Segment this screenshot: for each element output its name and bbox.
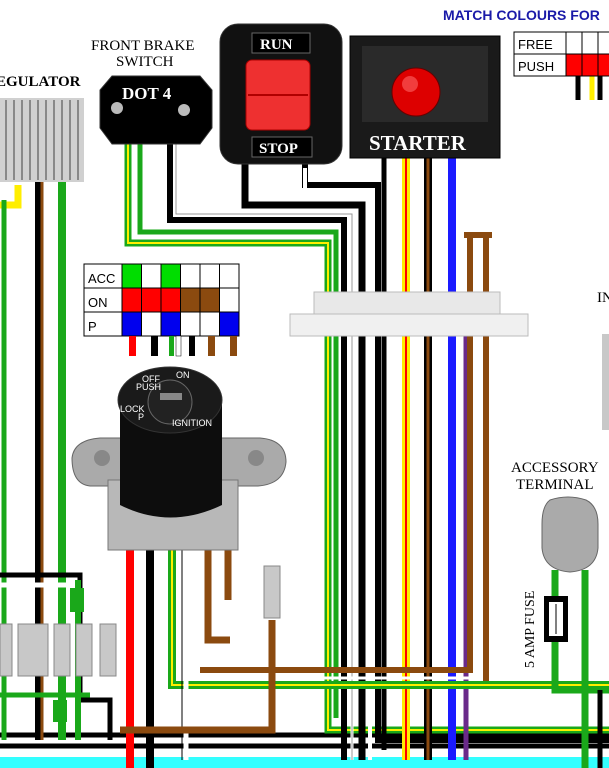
ignition-table-label-cell	[83, 287, 123, 313]
regulator-component: EGULATOR	[0, 74, 84, 182]
run-label: RUN	[260, 37, 293, 53]
ignition-table-colour-cell	[219, 311, 240, 337]
cyan-wire	[0, 757, 609, 768]
ignition-table-colour-cell	[141, 287, 162, 313]
ign-lock-text: LOCK	[120, 404, 145, 414]
ignition-table-colour-cell	[160, 263, 181, 289]
ignition-colour-table: ACC ON P	[83, 263, 240, 337]
ignition-table-colour-cell	[121, 311, 142, 337]
accessory-label-2: TERMINAL	[516, 477, 594, 493]
ignition-table-colour-cell	[121, 263, 142, 289]
ignition-table-colour-cell	[160, 287, 181, 313]
ignition-wires	[120, 550, 609, 768]
front-brake-label: FRONT BRAKE	[91, 38, 195, 54]
ign-ignition-text: IGNITION	[172, 418, 212, 428]
fuse-label: 5 AMP FUSE	[523, 591, 538, 668]
ignition-table-colour-cell	[141, 263, 162, 289]
regulator-label: EGULATOR	[0, 74, 81, 90]
multi-connector	[289, 291, 529, 337]
match-colours-label: MATCH COLOURS FOR	[443, 7, 600, 23]
ignition-table-colour-cell	[180, 263, 201, 289]
ignition-table-colour-cell	[199, 287, 220, 313]
front-brake-switch: FRONT BRAKE SWITCH DOT 4	[91, 38, 213, 145]
ign-p-text: P	[138, 412, 144, 422]
starter-table-colour-cell	[597, 31, 609, 55]
accessory-label: ACCESSORY	[511, 460, 599, 476]
ignition-table-row-label: P	[88, 319, 97, 334]
starter-colour-table: FREE PUSH	[513, 31, 609, 77]
ignition-table-row-label: ON	[88, 295, 108, 310]
ignition-table-colour-cell	[121, 287, 142, 313]
ignition-table-row-label: ACC	[88, 271, 115, 286]
ign-on-text: ON	[176, 370, 190, 380]
starter-table-colour-cell	[565, 53, 583, 77]
ign-push-text: PUSH	[136, 382, 161, 392]
starter-label: STARTER	[369, 131, 467, 155]
front-brake-label-2: SWITCH	[116, 54, 174, 70]
ignition-switch: PUSH OFF ON LOCK P IGNITION	[71, 366, 287, 551]
accessory-wires	[551, 60, 609, 768]
starter-button[interactable]	[391, 67, 441, 117]
right-edge-component: IN	[597, 290, 609, 430]
ignition-table-stubs	[129, 335, 237, 357]
fuse: 5 AMP FUSE	[523, 591, 568, 668]
accessory-terminal: ACCESSORY TERMINAL	[511, 460, 599, 573]
ignition-table-colour-cell	[160, 311, 181, 337]
ignition-table-colour-cell	[199, 263, 220, 289]
ignition-table-colour-cell	[199, 311, 220, 337]
ignition-table-colour-cell	[180, 287, 201, 313]
dot4-label: DOT 4	[122, 84, 172, 103]
ignition-table-colour-cell	[219, 287, 240, 313]
right-edge-label: IN	[597, 290, 609, 306]
ignition-table-colour-cell	[141, 311, 162, 337]
key-slot[interactable]	[160, 393, 182, 400]
run-stop-switch: RUN STOP	[219, 23, 343, 165]
ignition-table-colour-cell	[219, 263, 240, 289]
starter-table-row-label: FREE	[518, 37, 553, 52]
starter-table-colour-cell	[581, 31, 599, 55]
starter-wires	[184, 158, 492, 760]
starter-table-colour-cell	[597, 53, 609, 77]
starter-table-row-label: PUSH	[518, 59, 554, 74]
ign-off-text: OFF	[142, 374, 160, 384]
brake-switch-wires	[124, 140, 609, 760]
lower-harness	[0, 732, 609, 768]
starter-switch: STARTER	[349, 35, 501, 159]
bullet-connectors	[0, 623, 117, 677]
stop-label: STOP	[259, 141, 298, 157]
starter-table-colour-cell	[581, 53, 599, 77]
ignition-table-colour-cell	[180, 311, 201, 337]
starter-table-colour-cell	[565, 31, 583, 55]
